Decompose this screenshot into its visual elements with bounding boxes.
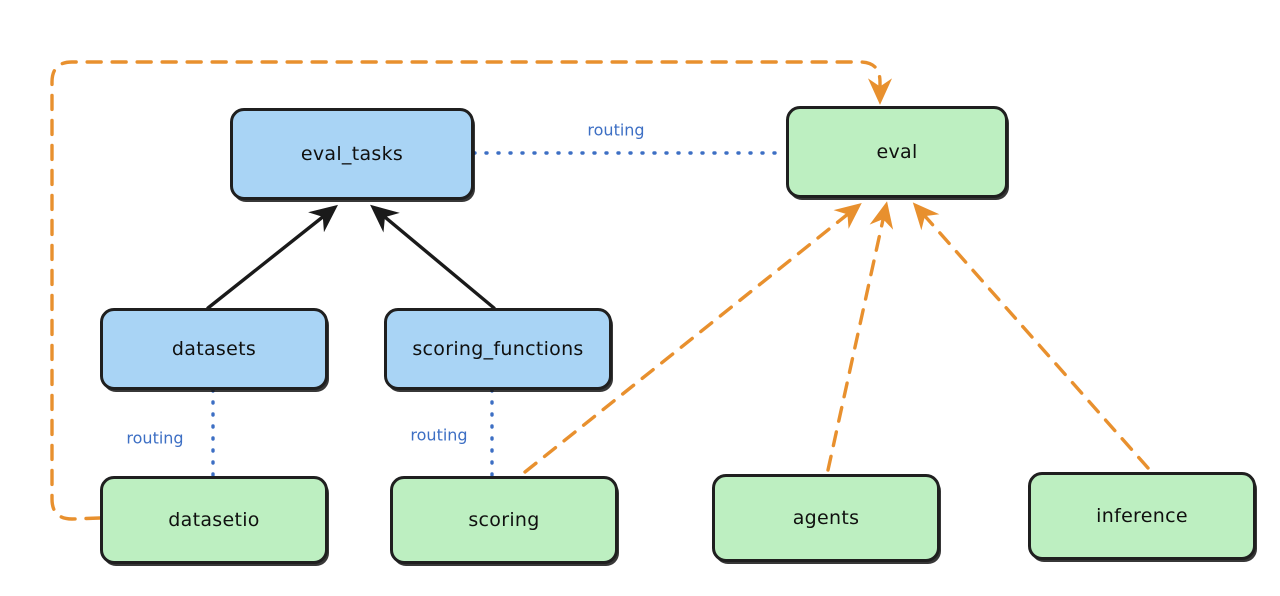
edge-scoring-eval [523, 202, 862, 474]
node-scoring[interactable]: scoring [390, 476, 618, 564]
node-datasets[interactable]: datasets [100, 308, 328, 390]
node-eval-tasks[interactable]: eval_tasks [230, 108, 474, 200]
node-datasetio-label: datasetio [168, 508, 260, 531]
node-scoring-functions-label: scoring_functions [412, 337, 584, 360]
node-agents[interactable]: agents [712, 474, 940, 562]
node-inference-label: inference [1096, 504, 1188, 527]
edge-datasetio-eval [50, 60, 893, 521]
edge-inference-eval [912, 202, 1150, 470]
node-datasetio[interactable]: datasetio [100, 476, 328, 564]
node-scoring-functions[interactable]: scoring_functions [384, 308, 612, 390]
node-datasets-label: datasets [171, 337, 257, 360]
node-scoring-label: scoring [468, 508, 540, 531]
node-agents-label: agents [792, 506, 860, 529]
node-eval[interactable]: eval [786, 106, 1008, 198]
node-inference[interactable]: inference [1028, 472, 1256, 560]
edge-label-eval-tasks-eval: routing [587, 120, 645, 140]
edge-datasets-eval-tasks [206, 204, 338, 310]
edge-scoring-functions-eval-tasks [370, 204, 496, 310]
edge-label-scoring-functions-scoring: routing [410, 425, 468, 445]
node-eval-label: eval [876, 140, 918, 163]
node-eval-tasks-label: eval_tasks [300, 142, 404, 165]
edge-agents-eval [826, 201, 894, 472]
edge-label-datasets-datasetio: routing [126, 428, 184, 448]
